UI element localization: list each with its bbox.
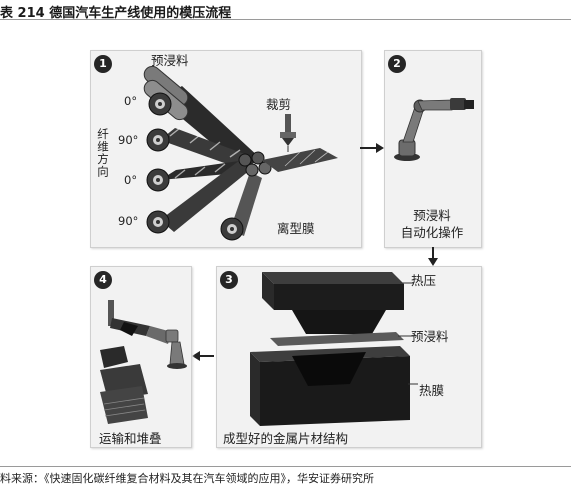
release-film-label: 离型膜 xyxy=(277,221,315,236)
fiber-direction-label: 纤维方向 xyxy=(96,128,110,178)
press-rollers xyxy=(238,151,272,177)
fiber-band xyxy=(160,160,250,232)
prepreg-label: 预浸料 xyxy=(151,53,189,68)
upper-die xyxy=(262,272,404,334)
angle-label: 0° xyxy=(124,94,138,108)
step-3-prepreg-label: 预浸料 xyxy=(411,329,449,344)
hot-press-label: 热压 xyxy=(411,273,437,288)
step-1-badge: 1 xyxy=(94,55,112,73)
roller-90deg-top xyxy=(146,128,170,152)
step-4-caption: 运输和堆叠 xyxy=(99,431,162,446)
step-3-badge: 3 xyxy=(220,271,238,289)
cutting-label: 裁剪 xyxy=(266,97,292,112)
fiber-band xyxy=(160,160,250,180)
angle-label: 90° xyxy=(118,133,139,147)
prepreg-sheet-output xyxy=(262,148,338,172)
robot-gripper-icon xyxy=(108,300,187,369)
source-divider xyxy=(0,466,571,467)
step-2-label-line2: 自动化操作 xyxy=(400,225,464,240)
roller-0deg-bottom xyxy=(146,168,170,192)
roller-0deg-top xyxy=(148,92,172,116)
lower-die xyxy=(250,346,410,426)
fiber-band xyxy=(160,128,250,170)
release-film-roller xyxy=(220,217,244,241)
step-2-badge: 2 xyxy=(388,55,406,73)
table-title: 表 214 德国汽车生产线使用的模压流程 xyxy=(0,6,232,21)
angle-label: 90° xyxy=(118,214,139,228)
source-note: 料来源：《快速固化碳纤维复合材料及其在汽车领域的应用》，华安证券研究所 xyxy=(0,472,374,485)
step-2-label-line1: 预浸料 xyxy=(413,208,451,223)
roller-90deg-bottom xyxy=(146,210,170,234)
step-3-caption: 成型好的金属片材结构 xyxy=(223,431,349,446)
step-4-badge: 4 xyxy=(94,271,112,289)
cutter-icon xyxy=(280,114,296,152)
title-divider xyxy=(0,19,571,20)
stacked-parts xyxy=(100,346,148,424)
heat-film-label: 热膜 xyxy=(419,383,445,398)
prepreg-sheet xyxy=(270,332,404,346)
angle-label: 0° xyxy=(124,173,138,187)
